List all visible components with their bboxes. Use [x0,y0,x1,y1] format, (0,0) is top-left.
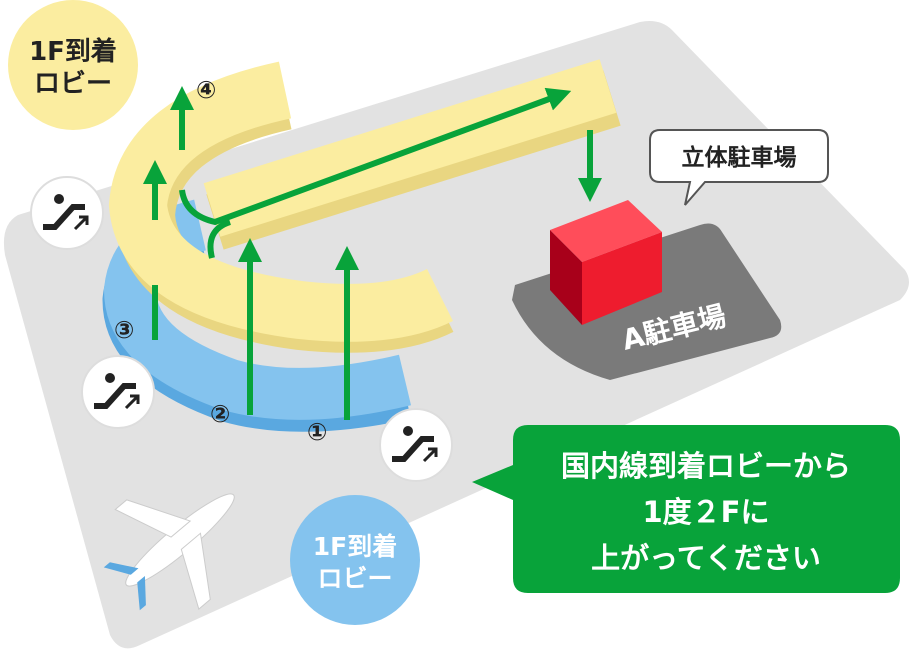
instruction-line3: 上がってください [591,541,821,575]
lobby-1f-line1: 1F到着 [313,532,397,561]
lobby-1f-line2: ロビー [317,564,392,593]
instruction-line2: 1度２Fに [643,495,770,529]
instruction-line1: 国内線到着ロビーから [561,449,851,483]
lobby-2f-line1: 1F到着 [29,36,117,67]
step-3-label: ③ [114,316,134,344]
route-arrows [143,86,602,420]
airplane-icon [103,493,235,611]
parking-a-area [512,223,782,380]
parking-structure-callout: 立体駐車場 [649,129,829,206]
escalator-icon [81,355,155,429]
escalator-icon [30,176,104,250]
lobby-2f-badge [8,0,138,130]
parking-building-icon [550,200,662,325]
lobby-2f-line2: ロビー [34,69,112,99]
instruction-callout: 国内線到着ロビーから 1度２Fに 上がってください [472,425,900,593]
step-1-label: ① [307,418,327,446]
parking-structure-label: 立体駐車場 [682,144,797,171]
step-2-label: ② [210,400,230,428]
step-4-label: ④ [196,76,216,104]
lobby-1f-badge [290,495,420,625]
escalator-icon [379,408,453,482]
